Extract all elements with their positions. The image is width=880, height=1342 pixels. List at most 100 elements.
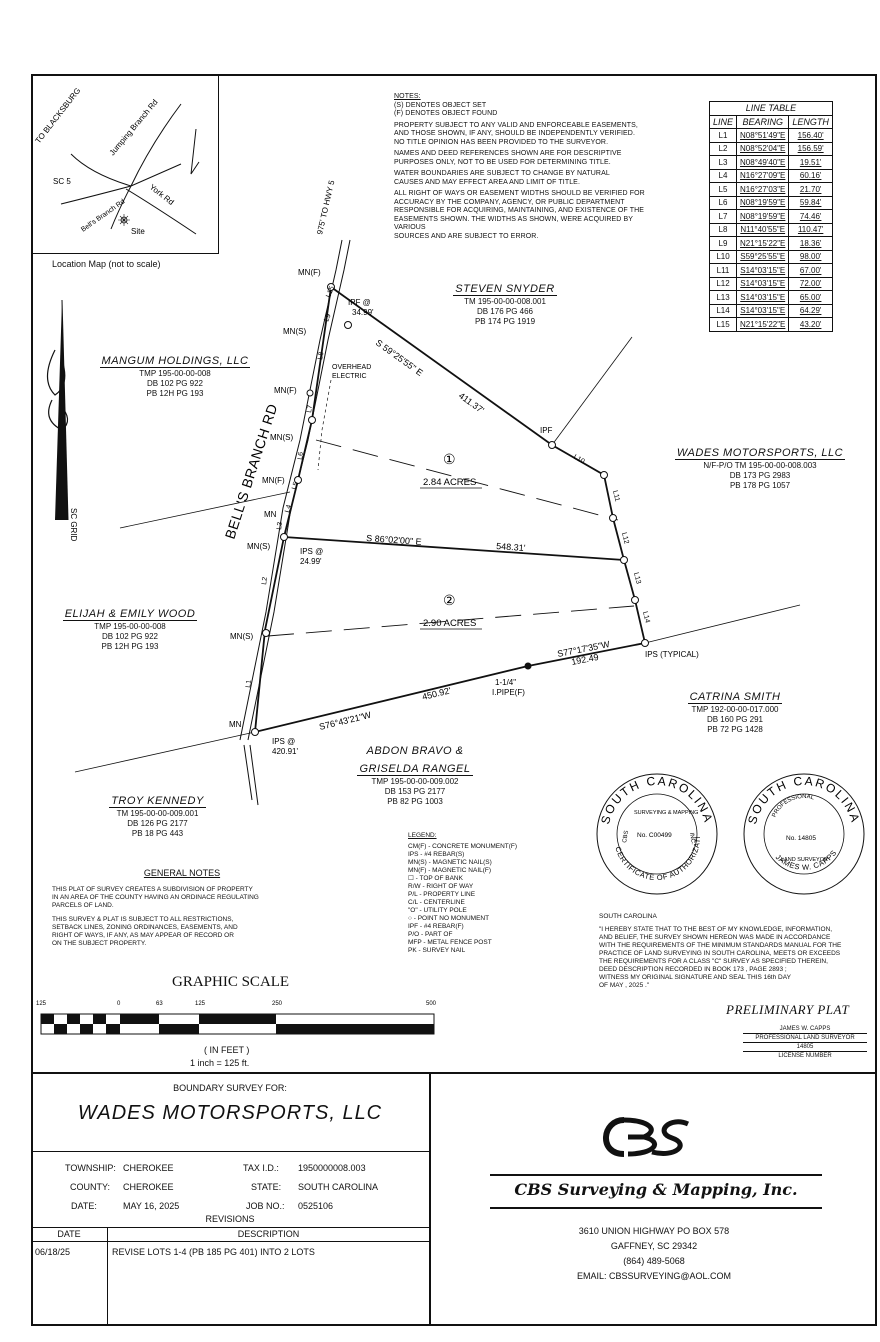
length-cell: 67.00' <box>788 263 833 278</box>
state-value: SOUTH CAROLINA <box>298 1182 379 1192</box>
segment-label: L3 <box>276 521 284 530</box>
scale-tick: 63 <box>156 1001 163 1007</box>
owner-pb: PB 12H PG 193 <box>146 389 204 398</box>
general-note-line: RIGHT OF WAYS, IF ANY, AS MAY APPEAR OF … <box>52 932 234 939</box>
seal-surveyor-inner-top: PROFESSIONAL <box>771 794 815 818</box>
graphic-scale-title: GRAPHIC SCALE <box>172 974 290 990</box>
note-line: CAUSES AND MAY EFFECT AREA AND LIMIT OF … <box>394 178 580 186</box>
segment-label: L13 <box>632 572 642 585</box>
length-cell: 98.00' <box>788 249 833 264</box>
overhead-label: ELECTRIC <box>332 373 367 380</box>
seal-surveyor: SOUTH CAROLINA JAMES W. CAPPS PROFESSION… <box>743 773 865 895</box>
segment-label: L14 <box>641 611 651 624</box>
cert-line: "I HEREBY STATE THAT TO THE BEST OF MY K… <box>599 926 833 933</box>
cert-state: SOUTH CAROLINA <box>599 913 657 920</box>
owner-tm: TMP 195-00-00-008 <box>94 622 166 631</box>
owner-kennedy: TROY KENNEDY TM 195-00-00-009.001 DB 126… <box>85 791 230 839</box>
general-note-line: THIS SURVEY & PLAT IS SUBJECT TO ALL RES… <box>52 916 234 923</box>
owner-db: DB 153 PG 2177 <box>384 787 446 796</box>
overhead-label: OVERHEAD <box>332 364 371 371</box>
owner-name: WADES MOTORSPORTS, LLC <box>674 447 846 460</box>
general-notes: GENERAL NOTES THIS PLAT OF SURVEY CREATE… <box>52 868 312 948</box>
owner-db: DB 176 PG 466 <box>476 307 534 316</box>
county-value: CHEROKEE <box>123 1182 174 1192</box>
scale-tick: 250 <box>272 1001 283 1007</box>
segment-label: L11 <box>611 490 621 503</box>
seal-company-top: SOUTH CAROLINA <box>598 774 714 826</box>
certification: SOUTH CAROLINA "I HEREBY STATE THAT TO T… <box>599 913 879 990</box>
map-label-site: Site <box>131 227 145 236</box>
segment-label: L2 <box>261 576 269 585</box>
pipe-label: 1-1/4" <box>495 678 516 687</box>
segment-label: L9 <box>323 313 332 323</box>
mn-label: MN(S) <box>230 632 253 641</box>
tax-id-label: TAX I.D.: <box>243 1163 279 1173</box>
revision-description: REVISE LOTS 1-4 (PB 185 PG 401) INTO 2 L… <box>112 1247 315 1257</box>
bearing-cell: S59°25'55"E <box>736 249 790 264</box>
note-line: (S) DENOTES OBJECT SET <box>394 101 487 109</box>
company-rule-top <box>490 1174 822 1176</box>
owner-pb: PB 174 PG 1919 <box>474 317 536 326</box>
legend-item: ☐ - TOP OF BANK <box>408 875 463 882</box>
owner-name: GRISELDA RANGEL <box>357 763 473 776</box>
cert-line: WITNESS MY ORIGINAL SIGNATURE AND SEAL T… <box>599 974 791 981</box>
cert-line: THE REQUIREMENTS FOR A CLASS "C" SURVEY … <box>599 958 828 965</box>
sig-name: JAMES W. CAPPS <box>743 1025 867 1034</box>
owner-pb: PB 72 PG 1428 <box>707 725 763 734</box>
length-cell: 65.00' <box>788 290 833 305</box>
job-no-value: 0525106 <box>298 1201 334 1211</box>
legend-item: CM(F) - CONCRETE MONUMENT(F) <box>408 843 518 850</box>
pipe-label: I.PIPE(F) <box>492 688 525 697</box>
general-notes-heading: GENERAL NOTES <box>143 868 221 878</box>
title-block-divider <box>429 1072 431 1326</box>
owner-bravo: ABDON BRAVO & GRISELDA RANGEL TMP 195-00… <box>345 741 485 807</box>
cert-line: WITH THE REQUIREMENTS OF THE MINIMUM STA… <box>599 942 842 949</box>
scale-unit: ( IN FEET ) <box>204 1045 250 1055</box>
distance-mid: 548.31' <box>496 541 526 553</box>
graphic-scale: 125 0 63 125 250 500 <box>36 1001 437 1035</box>
ipf-label: IPF @ <box>348 298 371 307</box>
company-rule-bottom <box>490 1207 822 1209</box>
note-line: RESPONSIBLE FOR ACQUIRING, MAINTAINING, … <box>394 207 645 214</box>
legend-item: MN(S) - MAGNETIC NAIL(S) <box>408 859 492 866</box>
cert-line: AND BELIEF, THE SURVEY SHOWN HEREON WAS … <box>599 934 831 941</box>
road-name: BELL'S BRANCH RD <box>222 402 281 541</box>
owner-pb: PB 178 PG 1057 <box>729 481 791 490</box>
lot-area: 2.90 ACRES <box>423 618 476 629</box>
note-line: EASEMENTS SHOWN. THE WIDTHS AS SHOWN, WE… <box>394 215 633 232</box>
owner-wood: ELIJAH & EMILY WOOD TMP 195-00-00-008 DB… <box>45 604 215 652</box>
ips-typical-label: IPS (TYPICAL) <box>645 650 699 659</box>
svg-text:PROFESSIONAL: PROFESSIONAL <box>771 794 815 818</box>
note-line: ACCURACY BY THE COMPANY, AGENCY, OR PUBL… <box>394 198 625 206</box>
lot-number: ① <box>443 451 456 467</box>
to-hwy-label: 975' TO HWY 5 <box>315 179 336 235</box>
line-id-cell: L15 <box>708 317 738 332</box>
owner-name: STEVEN SNYDER <box>453 283 557 296</box>
mn-label: MN(S) <box>270 433 293 442</box>
owner-db: DB 126 PG 2177 <box>127 819 188 828</box>
job-no-label: JOB NO.: <box>246 1201 285 1211</box>
legend-item: MFP - METAL FENCE POST <box>408 939 492 946</box>
legend-item: ○ - POINT NO MONUMENT <box>408 915 490 922</box>
owner-tm: TMP 192-00-00-017.000 <box>691 705 779 714</box>
mn-label: MN(S) <box>247 542 270 551</box>
general-notes-p2: THIS SURVEY & PLAT IS SUBJECT TO ALL RES… <box>52 916 312 948</box>
ipf-label: 34.99' <box>352 308 374 317</box>
owner-pb: PB 18 PG 443 <box>131 829 184 838</box>
owner-tm: N/F-P/O TM 195-00-00-008.003 <box>703 461 817 470</box>
bearing-bot: S76°43'21"W <box>318 710 372 732</box>
legend-item: IPF - #4 REBAR(F) <box>408 923 464 930</box>
lot-number: ② <box>443 592 456 608</box>
owner-tm: TMP 195-00-00-008 <box>139 369 211 378</box>
note-line: WATER BOUNDARIES ARE SUBJECT TO CHANGE B… <box>394 170 610 177</box>
owner-mangum: MANGUM HOLDINGS, LLC TMP 195-00-00-008 D… <box>95 351 255 399</box>
cert-line: PRACTICE OF LAND SURVEYING IN SOUTH CARO… <box>599 950 841 957</box>
location-map: TO BLACKSBURG Jumping Branch Rd SC 5 Yor… <box>33 86 200 236</box>
plat-drawing: SC GRID BELL'S BRANCH RD 975' TO HWY 5 O… <box>46 179 801 806</box>
